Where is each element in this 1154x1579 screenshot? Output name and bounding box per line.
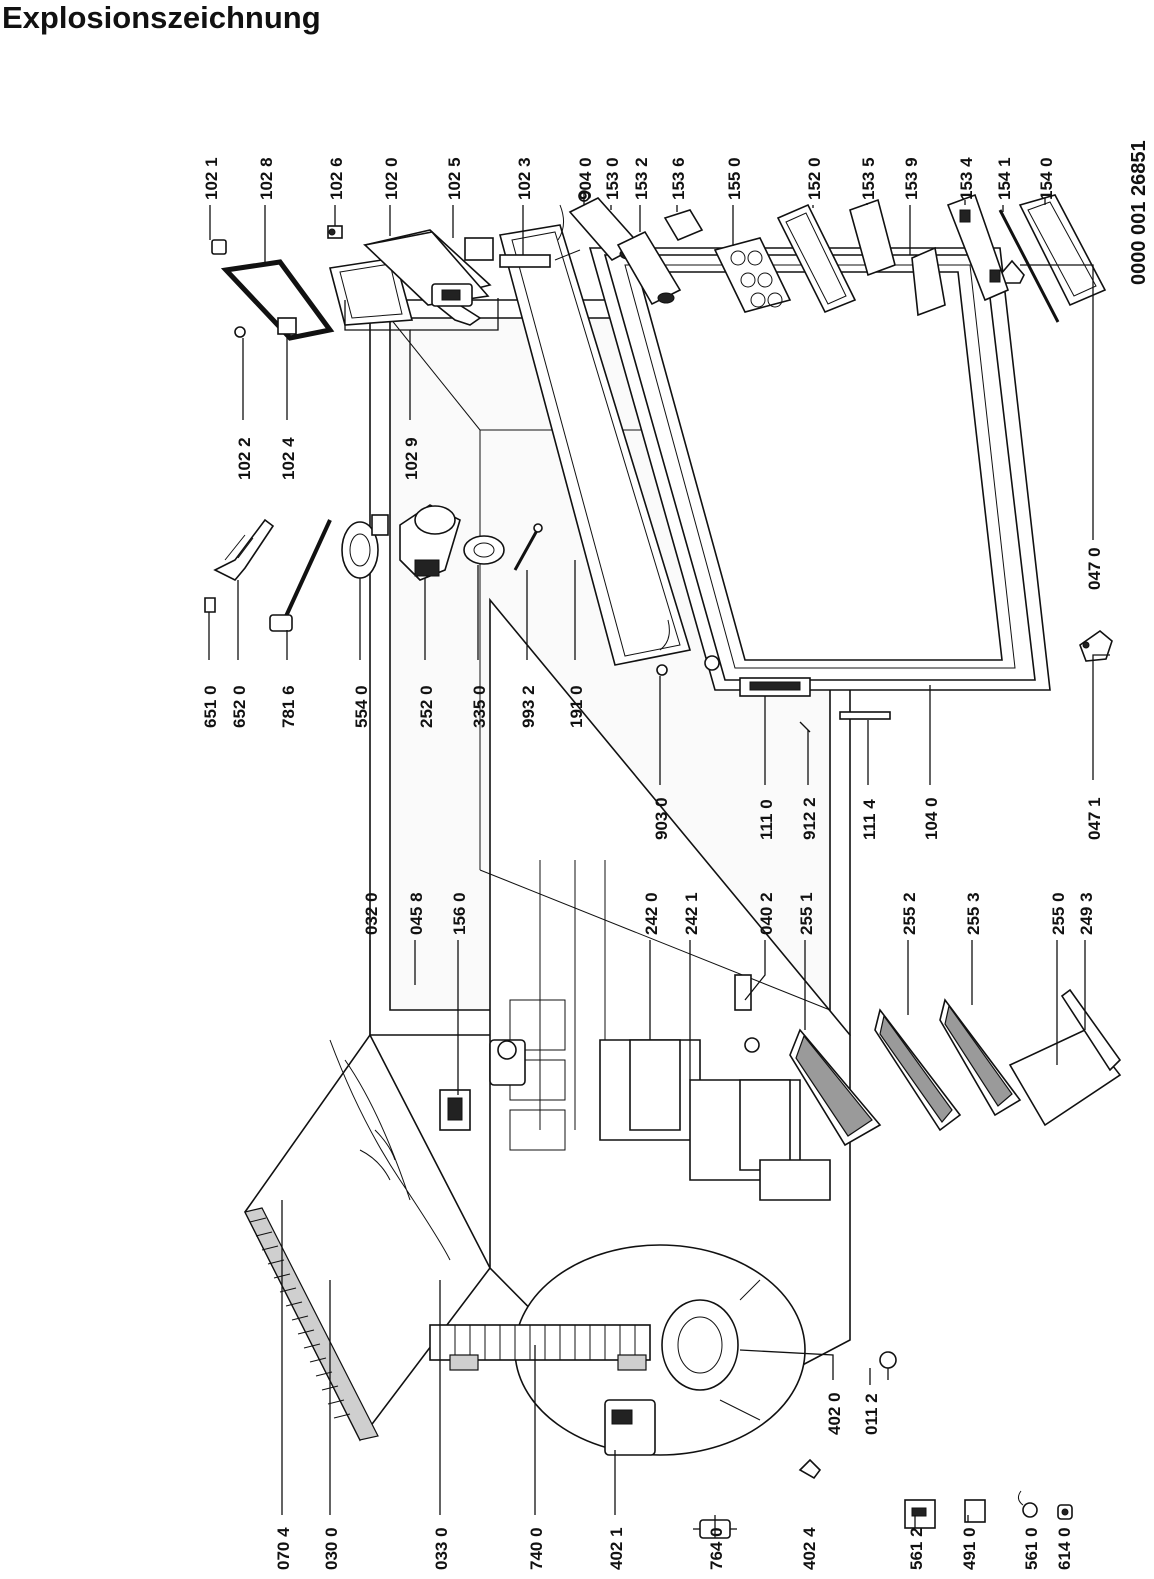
document-number: 0000 001 26851 xyxy=(1128,140,1150,285)
part-labels: 070 4 030 0 033 0 740 0 402 1 764 0 402 … xyxy=(201,140,1150,1570)
label-102-2: 102 2 xyxy=(235,437,254,480)
label-047-0: 047 0 xyxy=(1085,547,1104,590)
label-111-4: 111 4 xyxy=(860,799,879,840)
label-032-0: 032 0 xyxy=(362,892,381,935)
label-561-2: 561 2 xyxy=(907,1527,926,1570)
label-153-0: 153 0 xyxy=(603,157,622,200)
label-152-0: 152 0 xyxy=(805,157,824,200)
label-102-9: 102 9 xyxy=(402,437,421,480)
label-030-0: 030 0 xyxy=(322,1527,341,1570)
refrigerator-door-icon xyxy=(498,204,1113,733)
label-040-2: 040 2 xyxy=(757,892,776,935)
label-242-1: 242 1 xyxy=(682,892,701,935)
label-156-0: 156 0 xyxy=(450,892,469,935)
label-011-2: 011 2 xyxy=(862,1393,881,1435)
label-740-0: 740 0 xyxy=(527,1527,546,1570)
label-781-6: 781 6 xyxy=(279,685,298,728)
label-255-0: 255 0 xyxy=(1049,892,1068,935)
leader-lines xyxy=(208,191,1110,1538)
label-912-2: 912 2 xyxy=(800,797,819,840)
label-993-2: 993 2 xyxy=(519,685,538,728)
label-153-2: 153 2 xyxy=(632,157,651,200)
label-652-0: 652 0 xyxy=(230,685,249,728)
control-parts xyxy=(204,504,543,632)
label-102-6: 102 6 xyxy=(327,157,346,200)
label-402-0: 402 0 xyxy=(825,1392,844,1435)
small-parts xyxy=(693,1458,1073,1539)
label-335-0: 335 0 xyxy=(470,685,489,728)
label-102-5: 102 5 xyxy=(445,157,464,200)
label-255-2: 255 2 xyxy=(900,892,919,935)
label-045-8: 045 8 xyxy=(407,892,426,935)
label-102-3: 102 3 xyxy=(515,157,534,200)
label-102-8: 102 8 xyxy=(257,157,276,200)
label-402-4: 402 4 xyxy=(800,1527,819,1570)
label-102-1: 102 1 xyxy=(202,157,221,200)
label-104-0: 104 0 xyxy=(922,797,941,840)
label-153-5: 153 5 xyxy=(859,157,878,200)
label-033-0: 033 0 xyxy=(432,1527,451,1570)
label-102-4: 102 4 xyxy=(279,437,298,480)
label-154-1: 154 1 xyxy=(995,157,1014,200)
label-153-6: 153 6 xyxy=(669,157,688,200)
label-070-4: 070 4 xyxy=(274,1527,293,1570)
label-255-1: 255 1 xyxy=(797,892,816,935)
label-402-1: 402 1 xyxy=(607,1527,626,1570)
freezer-compartment-parts xyxy=(211,190,1107,341)
label-554-0: 554 0 xyxy=(352,685,371,728)
label-903-0: 903 0 xyxy=(652,797,671,840)
label-764-0: 764 0 xyxy=(707,1527,726,1570)
label-561-0: 561 0 xyxy=(1022,1527,1041,1570)
label-252-0: 252 0 xyxy=(417,685,436,728)
label-491-0: 491 0 xyxy=(960,1527,979,1570)
label-249-3: 249 3 xyxy=(1077,892,1096,935)
label-904-0: 904 0 xyxy=(576,157,595,200)
label-153-9: 153 9 xyxy=(902,157,921,200)
label-255-3: 255 3 xyxy=(964,892,983,935)
label-047-1: 047 1 xyxy=(1085,797,1104,840)
label-111-0: 111 0 xyxy=(757,799,776,840)
label-651-0: 651 0 xyxy=(201,685,220,728)
label-102-0: 102 0 xyxy=(382,157,401,200)
page-title: Explosionszeichnung xyxy=(2,0,321,35)
label-191-0: 191 0 xyxy=(567,685,586,728)
label-153-4: 153 4 xyxy=(957,157,976,200)
glass-shelf-icon xyxy=(789,988,1122,1147)
label-242-0: 242 0 xyxy=(642,892,661,935)
label-614-0: 614 0 xyxy=(1055,1527,1074,1570)
label-155-0: 155 0 xyxy=(725,157,744,200)
label-154-0: 154 0 xyxy=(1037,157,1056,200)
